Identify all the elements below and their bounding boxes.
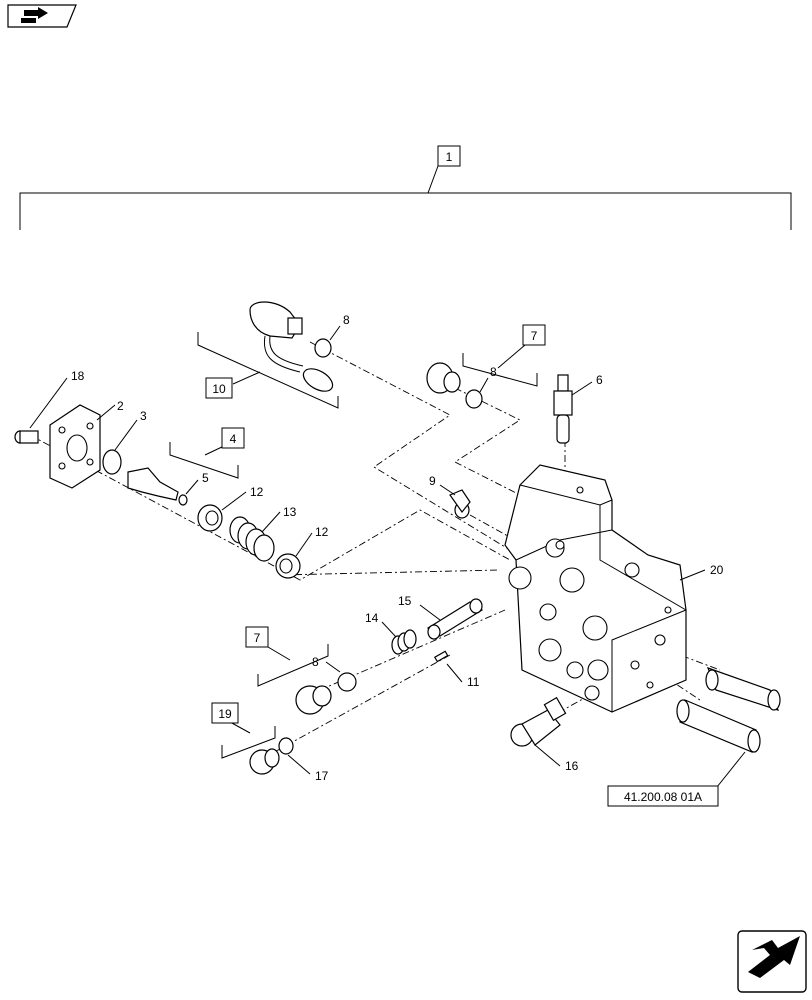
ring-part-5 bbox=[178, 494, 188, 506]
spring-seat-12a bbox=[197, 504, 223, 532]
bracket-4 bbox=[169, 442, 239, 479]
plug-part-9 bbox=[449, 489, 471, 519]
reference-label: 41.200.08 01A bbox=[624, 790, 702, 804]
bracket-19 bbox=[221, 721, 276, 759]
callout-17: 17 bbox=[315, 769, 329, 783]
cartridge-part-16 bbox=[510, 696, 567, 747]
spool-ref-lower bbox=[676, 699, 761, 753]
sensor-part-10 bbox=[249, 301, 334, 392]
flange-part-2 bbox=[49, 404, 101, 489]
callout-5: 5 bbox=[202, 471, 209, 485]
callout-1-label: 1 bbox=[446, 150, 453, 164]
bracket-7a bbox=[462, 344, 538, 387]
spool-ref-upper bbox=[705, 667, 781, 711]
o-ring-8c bbox=[337, 672, 357, 692]
callout-18: 18 bbox=[71, 369, 85, 383]
callout-19[interactable]: 19 bbox=[211, 702, 239, 724]
callout-8a: 8 bbox=[343, 313, 350, 327]
spring-part-13 bbox=[229, 516, 275, 562]
callout-7a[interactable]: 7 bbox=[522, 324, 546, 346]
callout-7a-label: 7 bbox=[531, 329, 538, 343]
book-arrow-icon[interactable] bbox=[7, 4, 77, 28]
callout-13: 13 bbox=[283, 505, 297, 519]
o-ring-17 bbox=[278, 737, 294, 755]
callout-3: 3 bbox=[140, 409, 147, 423]
callout-2: 2 bbox=[117, 399, 124, 413]
bracket-10 bbox=[197, 332, 339, 409]
callout-6: 6 bbox=[596, 373, 603, 387]
callout-4-label: 4 bbox=[230, 432, 237, 446]
pin-part-11 bbox=[433, 650, 449, 663]
callout-8b: 8 bbox=[490, 365, 497, 379]
plug-part-19 bbox=[249, 748, 280, 775]
callout-4[interactable]: 4 bbox=[221, 427, 245, 449]
callout-16: 16 bbox=[565, 759, 579, 773]
callout-1[interactable]: 1 bbox=[437, 145, 461, 167]
bracket-7b bbox=[257, 644, 329, 687]
callout-20: 20 bbox=[710, 563, 724, 577]
callout-19-label: 19 bbox=[218, 707, 232, 721]
callout-15: 15 bbox=[398, 594, 412, 608]
callout-7b[interactable]: 7 bbox=[245, 626, 269, 648]
piston-part-4 bbox=[127, 467, 179, 501]
fitting-part-6 bbox=[553, 374, 573, 444]
o-ring-3 bbox=[102, 449, 122, 475]
callout-12a: 12 bbox=[250, 485, 264, 499]
spring-seat-12b bbox=[275, 553, 301, 579]
spring-part-14 bbox=[391, 629, 417, 655]
valve-body-part-20 bbox=[504, 464, 687, 713]
plug-part-7b bbox=[295, 685, 332, 715]
next-page-arrow-icon[interactable] bbox=[737, 930, 807, 993]
assembly-bracket bbox=[19, 165, 792, 230]
callout-14: 14 bbox=[365, 611, 379, 625]
callout-11: 11 bbox=[467, 675, 480, 689]
bolt-part-18 bbox=[14, 430, 39, 444]
callout-10-label: 10 bbox=[212, 382, 226, 396]
callout-12b: 12 bbox=[315, 525, 329, 539]
spool-part-15 bbox=[426, 598, 484, 640]
plug-part-7a bbox=[426, 362, 461, 394]
callout-8c: 8 bbox=[312, 655, 319, 669]
callout-10[interactable]: 10 bbox=[205, 377, 233, 399]
reference-41-200-08-01a[interactable]: 41.200.08 01A bbox=[607, 785, 719, 807]
o-ring-8a bbox=[314, 338, 332, 358]
o-ring-8b bbox=[465, 389, 483, 409]
callout-7b-label: 7 bbox=[254, 631, 261, 645]
callout-9: 9 bbox=[429, 474, 436, 488]
